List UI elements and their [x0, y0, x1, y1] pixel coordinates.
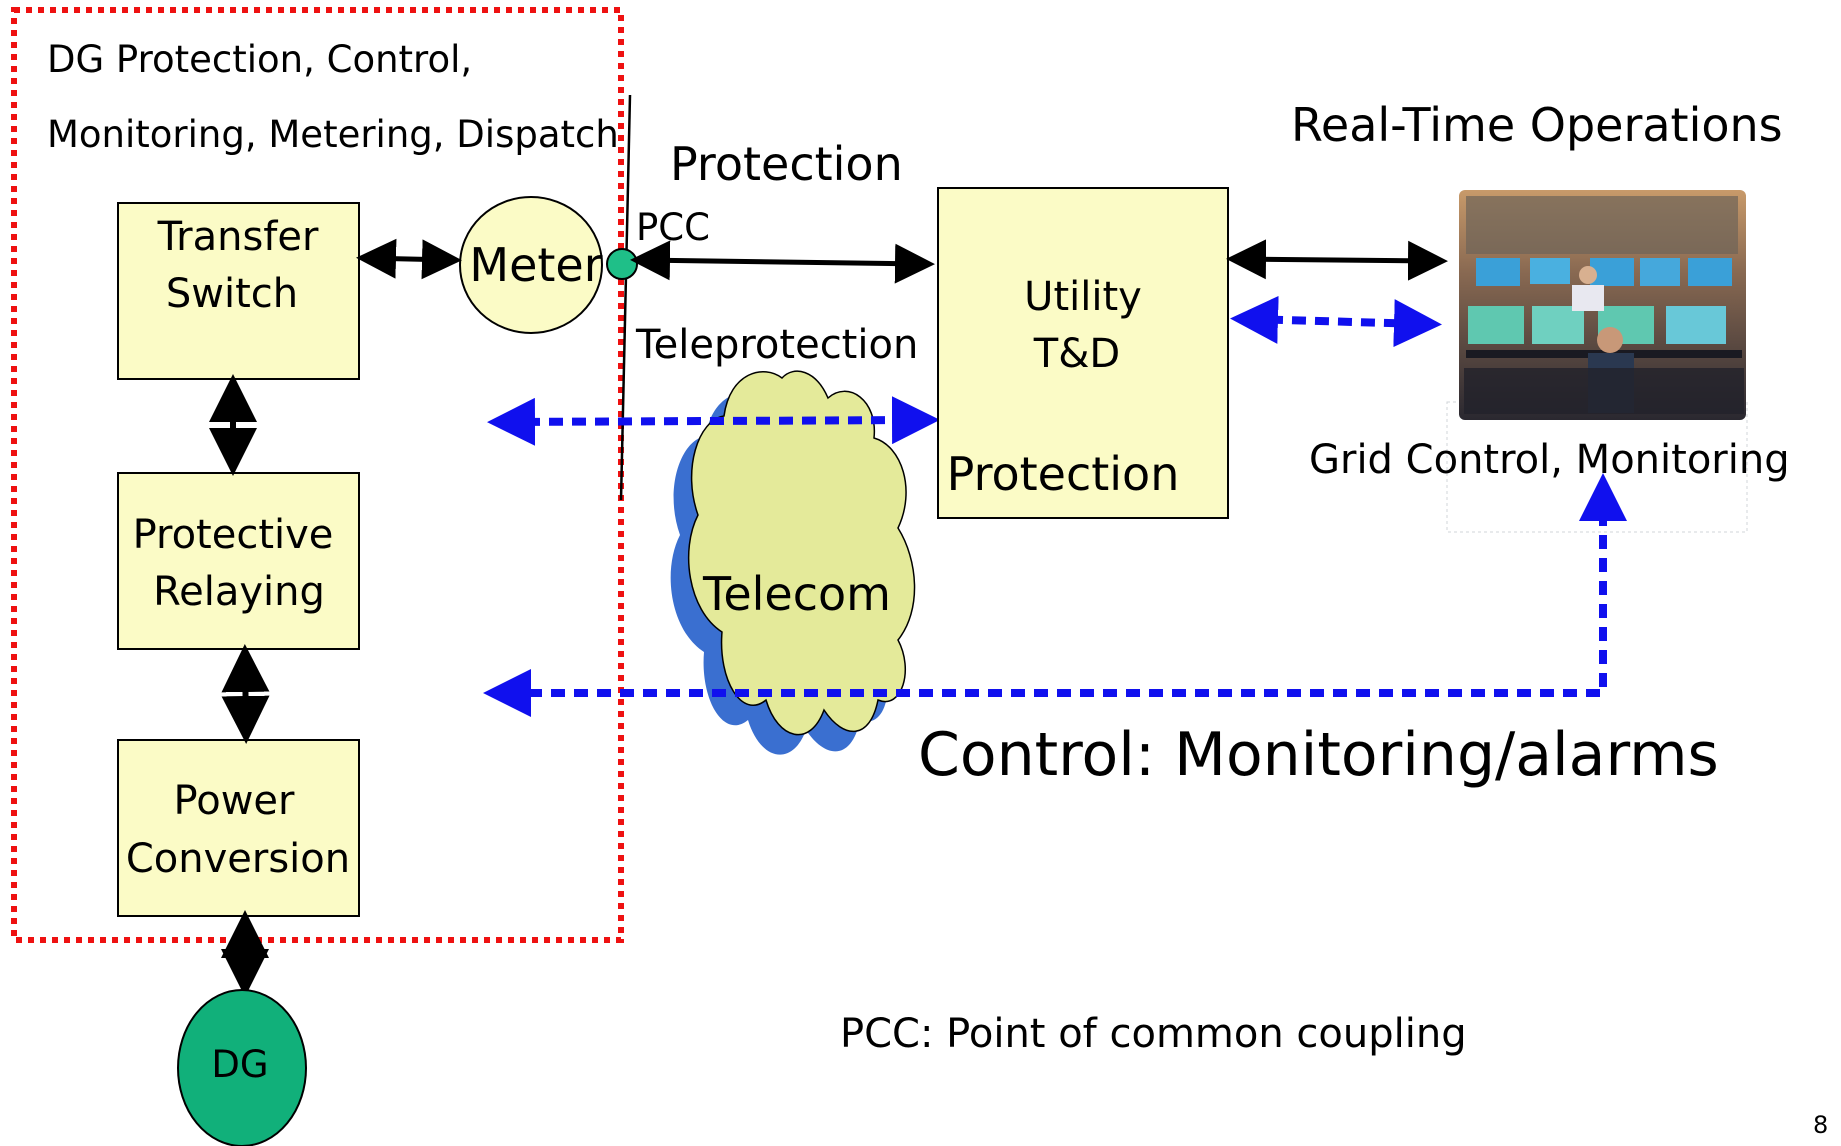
teleprotection-label: Teleprotection [635, 322, 918, 368]
pcc-label: PCC [636, 206, 710, 249]
meter-label: Meter [469, 238, 602, 292]
power-conversion-label-2: Conversion [126, 836, 350, 882]
utility-operations-dotted-link [1230, 295, 1442, 348]
power-conversion-box [117, 739, 360, 917]
protective-relaying-box [117, 472, 360, 650]
power-conversion-label-1: Power [174, 778, 295, 824]
zone-title-line2: Monitoring, Metering, Dispatch [47, 113, 619, 156]
protective-relaying-label-2: Relaying [153, 569, 325, 615]
relaying-conversion-arrow [221, 644, 270, 744]
page-number: 8 [1813, 1111, 1828, 1139]
dg-node [177, 989, 307, 1146]
utility-protection-label: Protection [947, 447, 1180, 501]
pcc-utility-arrow [630, 240, 935, 284]
control-link-label: Control: Monitoring/alarms [918, 720, 1719, 790]
switch-meter-arrow [356, 238, 462, 280]
control-room-photo-icon [1446, 190, 1748, 533]
operations-title: Real-Time Operations [1291, 98, 1783, 152]
control-monitoring-link [483, 473, 1627, 717]
operations-caption: Grid Control, Monitoring [1309, 437, 1790, 483]
pcc-footnote: PCC: Point of common coupling [840, 1011, 1467, 1057]
utility-label-2: T&D [1033, 331, 1120, 377]
protective-relaying-label-1: Protective [133, 512, 334, 558]
telecom-label: Telecom [702, 567, 891, 621]
transfer-switch-label-2: Switch [166, 271, 298, 317]
dg-label: DG [211, 1043, 268, 1086]
transfer-switch-label-1: Transfer [157, 214, 319, 260]
pcc-boundary-line [619, 94, 632, 501]
utility-label-1: Utility [1024, 274, 1142, 320]
teleprotection-link [487, 396, 940, 446]
protection-link-label: Protection [670, 137, 903, 191]
transfer-switch-box [117, 202, 360, 380]
utility-operations-arrow [1226, 239, 1448, 281]
pcc-node [606, 248, 638, 280]
zone-title-line1: DG Protection, Control, [47, 38, 472, 81]
cloud-icon [670, 370, 916, 755]
